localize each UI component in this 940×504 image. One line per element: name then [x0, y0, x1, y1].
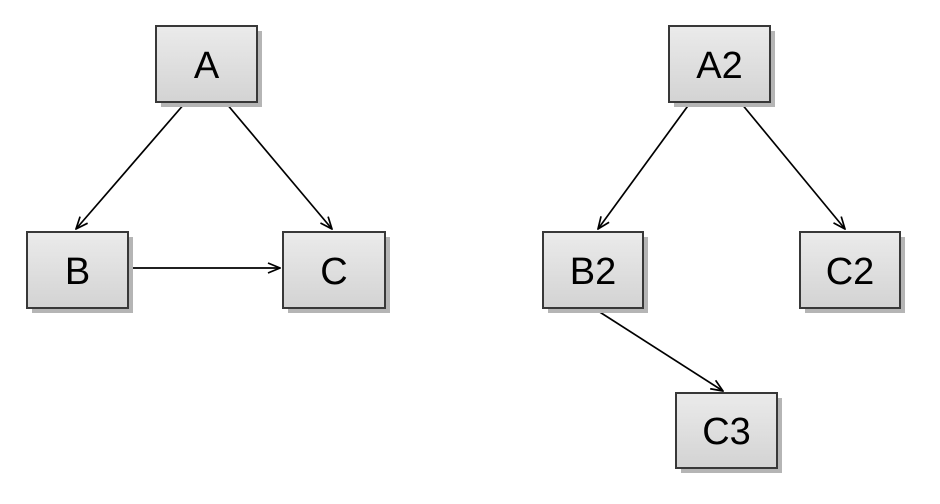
node-B2-box: [542, 231, 644, 309]
node-C-label: C: [320, 251, 347, 293]
node-C-box: [282, 231, 386, 309]
node-C3[interactable]: C3: [675, 392, 782, 473]
node-C2-box: [799, 231, 901, 309]
node-A-box: [155, 25, 258, 103]
edge-A2-C2: [740, 102, 845, 229]
node-C2-label: C2: [826, 251, 875, 293]
node-B2[interactable]: B2: [542, 231, 648, 313]
node-A2-box: [668, 25, 771, 103]
node-B-box: [26, 231, 129, 309]
node-C[interactable]: C: [282, 231, 390, 313]
edge-B2-C3: [594, 308, 723, 391]
node-B-label: B: [65, 251, 90, 293]
node-A2-label: A2: [696, 45, 742, 87]
node-B2-label: B2: [570, 251, 616, 293]
node-A-label: A: [194, 45, 220, 87]
edge-A-C: [225, 102, 332, 229]
edge-A2-B2: [598, 102, 691, 229]
node-A2[interactable]: A2: [668, 25, 775, 107]
node-A[interactable]: A: [155, 25, 262, 107]
node-C3-box: [675, 392, 778, 469]
node-C2[interactable]: C2: [799, 231, 905, 313]
node-C3-label: C3: [702, 411, 751, 453]
edge-A-B: [76, 102, 186, 229]
node-B[interactable]: B: [26, 231, 133, 313]
